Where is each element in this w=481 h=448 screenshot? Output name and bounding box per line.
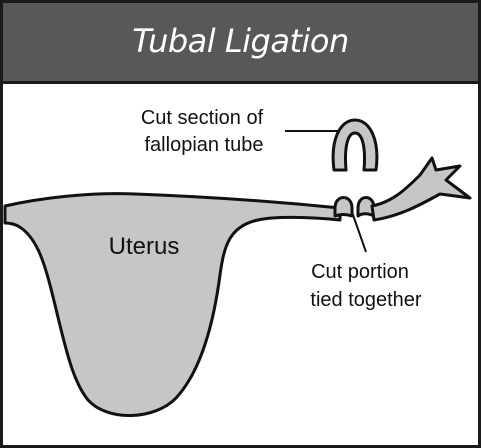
cut-portion-leader-line bbox=[352, 212, 366, 252]
label-uterus: Uterus bbox=[109, 233, 180, 260]
label-cut-section-line2: fallopian tube bbox=[145, 134, 264, 156]
uterus-shape bbox=[5, 194, 340, 416]
tied-tube-left-knot bbox=[335, 198, 352, 217]
fallopian-tube-distal bbox=[372, 158, 470, 220]
label-cut-portion-line1: Cut portion bbox=[311, 261, 409, 283]
cut-tube-section bbox=[333, 120, 377, 170]
label-cut-section-line1: Cut section of bbox=[141, 107, 264, 129]
label-cut-portion-line2: tied together bbox=[310, 289, 422, 311]
